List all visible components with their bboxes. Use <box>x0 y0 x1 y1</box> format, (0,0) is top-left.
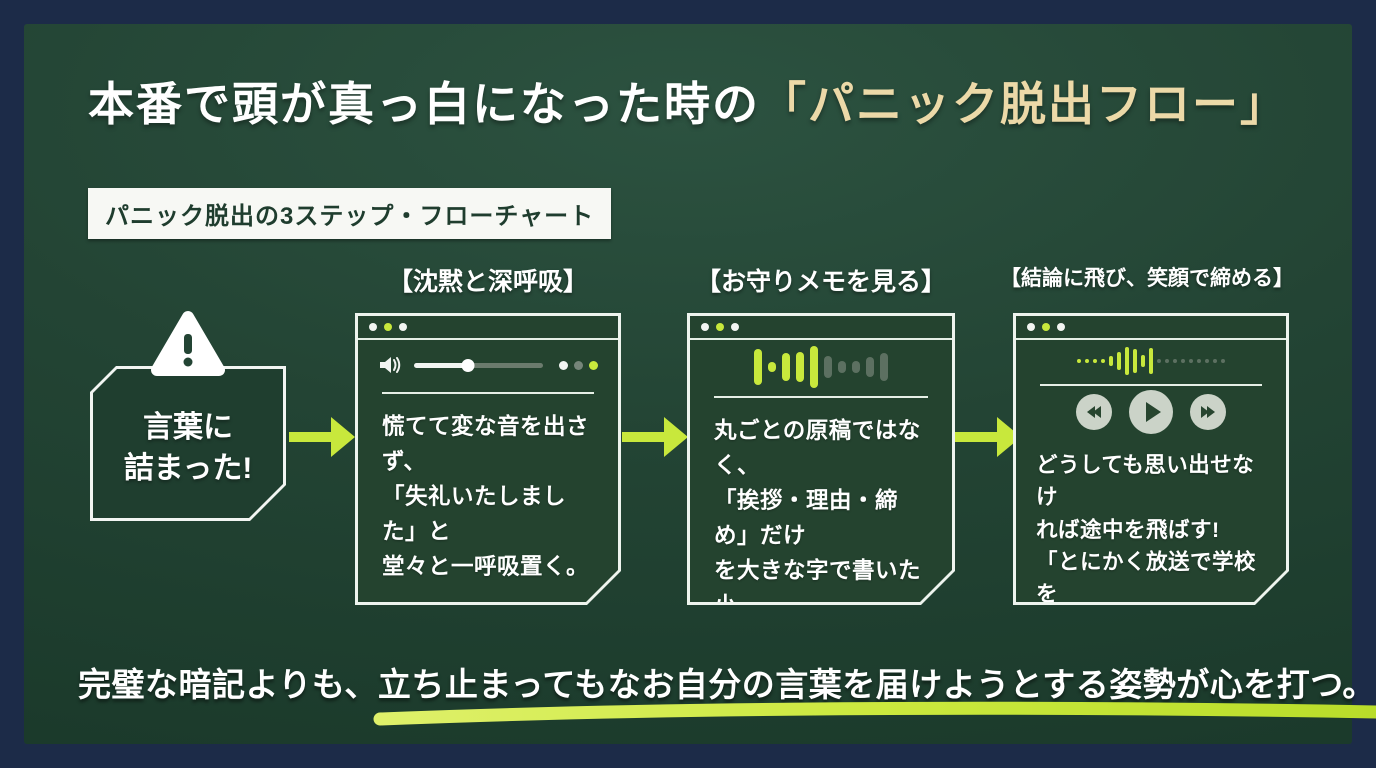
waveform-dot <box>1189 359 1193 363</box>
waveform-dot <box>1165 359 1169 363</box>
indicator-dot <box>559 361 568 370</box>
waveform-bar <box>796 352 804 382</box>
step-card-2: 丸ごとの原稿ではなく、 「挨拶・理由・締め」だけ を大きな字で書いた小 さなメモ… <box>687 313 955 605</box>
window-titlebar <box>1016 316 1286 340</box>
volume-slider-track <box>471 363 543 368</box>
waveform-dot <box>1213 359 1217 363</box>
indicator-dot <box>574 361 583 370</box>
volume-slider[interactable] <box>414 363 543 368</box>
waveform-bar <box>824 356 832 378</box>
forward-icon <box>1201 406 1209 418</box>
window-dot <box>369 323 377 331</box>
window-dot <box>1027 323 1035 331</box>
waveform-dot <box>1077 359 1081 363</box>
rewind-icon <box>1093 406 1101 418</box>
title-highlight: 「パニック脱出フロー」 <box>760 78 1288 130</box>
step-card-3: どうしても思い出せなけ れば途中を飛ばす! 「とにかく放送で学校を 明るくしたい… <box>1013 313 1289 605</box>
waveform-bar <box>768 362 776 372</box>
waveform-bar <box>1141 355 1145 367</box>
speaker-icon <box>378 354 402 376</box>
waveform-icon <box>1016 340 1286 382</box>
waveform-bar <box>1109 356 1113 366</box>
waveform-dot <box>1221 359 1225 363</box>
waveform-dot <box>1197 359 1201 363</box>
start-node-panel <box>93 369 283 518</box>
rewind-button[interactable] <box>1076 394 1112 430</box>
forward-button[interactable] <box>1190 394 1226 430</box>
waveform-bar <box>1149 348 1153 374</box>
step-header-1: 【沈黙と深呼吸】 <box>387 268 588 296</box>
page-title: 本番で頭が真っ白になった時の「パニック脱出フロー」 <box>88 68 1328 134</box>
footer-plain: 完璧な暗記よりも、 <box>78 666 378 703</box>
start-node: 言葉に 詰まった! <box>90 311 286 521</box>
waveform-bar <box>810 346 818 388</box>
step-card-3-panel: どうしても思い出せなけ れば途中を飛ばす! 「とにかく放送で学校を 明るくしたい… <box>1016 316 1286 602</box>
waveform-bar <box>782 353 790 381</box>
waveform-dot <box>1181 359 1185 363</box>
waveform-bar <box>1133 349 1137 373</box>
waveform-dot <box>1173 359 1177 363</box>
window-titlebar <box>690 316 952 340</box>
waveform-bar <box>1117 352 1121 370</box>
divider-line <box>1040 384 1262 386</box>
step-header-2: 【お守りメモを見る】 <box>695 268 946 296</box>
step-card-1-panel: 慌てて変な音を出さず、 「失礼いたしました」と 堂々と一呼吸置く。 <box>358 316 618 602</box>
window-dot <box>384 323 392 331</box>
marker-underline <box>373 701 1376 726</box>
play-icon <box>1146 402 1161 422</box>
footer-underlined-wrap: 立ち止まってもなお自分の言葉を届けようとする姿勢が心を打つ。 <box>373 658 1376 726</box>
step-body-1: 慌てて変な音を出さず、 「失礼いたしました」と 堂々と一呼吸置く。 <box>382 414 590 580</box>
audio-volume-row <box>358 340 618 390</box>
window-dot <box>399 323 407 331</box>
step-card-2-panel: 丸ごとの原稿ではなく、 「挨拶・理由・締め」だけ を大きな字で書いた小 さなメモ… <box>690 316 952 602</box>
rewind-icon <box>1087 406 1095 418</box>
waveform-dot <box>1085 359 1089 363</box>
start-label: 言葉に 詰まった! <box>123 411 253 485</box>
waveform-dot <box>1205 359 1209 363</box>
footer-underlined-text: 立ち止まってもなお自分の言葉を届けようとする姿勢が心を打つ。 <box>377 666 1376 703</box>
waveform-dot <box>1093 359 1097 363</box>
indicator-dot <box>589 361 598 370</box>
step-card-1: 慌てて変な音を出さず、 「失礼いたしました」と 堂々と一呼吸置く。 <box>355 313 621 605</box>
title-plain: 本番で頭が真っ白になった時の <box>88 78 760 130</box>
window-dot <box>731 323 739 331</box>
waveform-bar <box>1125 347 1129 375</box>
waveform-bar <box>838 361 846 373</box>
warning-triangle-icon <box>151 311 225 376</box>
player-controls <box>1016 386 1286 438</box>
waveform-icon <box>690 340 952 394</box>
waveform-bar <box>866 357 874 377</box>
waveform-bar <box>880 353 888 381</box>
footer-message: 完璧な暗記よりも、立ち止まってもなお自分の言葉を届けようとする姿勢が心を打つ。 <box>78 658 1376 726</box>
volume-slider-thumb[interactable] <box>462 359 475 372</box>
waveform-bar <box>754 349 762 385</box>
forward-icon <box>1207 406 1215 418</box>
play-button[interactable] <box>1129 390 1173 434</box>
waveform-bar <box>852 361 860 373</box>
window-dot <box>1042 323 1050 331</box>
volume-slider-progress <box>414 363 468 368</box>
flow-arrow-1 <box>289 417 355 457</box>
divider-line <box>382 392 594 394</box>
window-titlebar <box>358 316 618 340</box>
player-indicator-dots <box>559 361 598 370</box>
section-badge: パニック脱出の3ステップ・フローチャート <box>88 188 612 239</box>
window-dot <box>1057 323 1065 331</box>
window-dot <box>701 323 709 331</box>
divider-line <box>714 396 928 398</box>
waveform-dot <box>1157 359 1161 363</box>
flow-arrow-2 <box>622 417 688 457</box>
waveform-dot <box>1101 359 1105 363</box>
step-header-3: 【結論に飛び、笑顔で締める】 <box>1000 267 1294 290</box>
window-dot <box>716 323 724 331</box>
chalkboard-background: 本番で頭が真っ白になった時の「パニック脱出フロー」 パニック脱出の3ステップ・フ… <box>24 24 1376 744</box>
flow-arrow-3 <box>955 417 1021 457</box>
